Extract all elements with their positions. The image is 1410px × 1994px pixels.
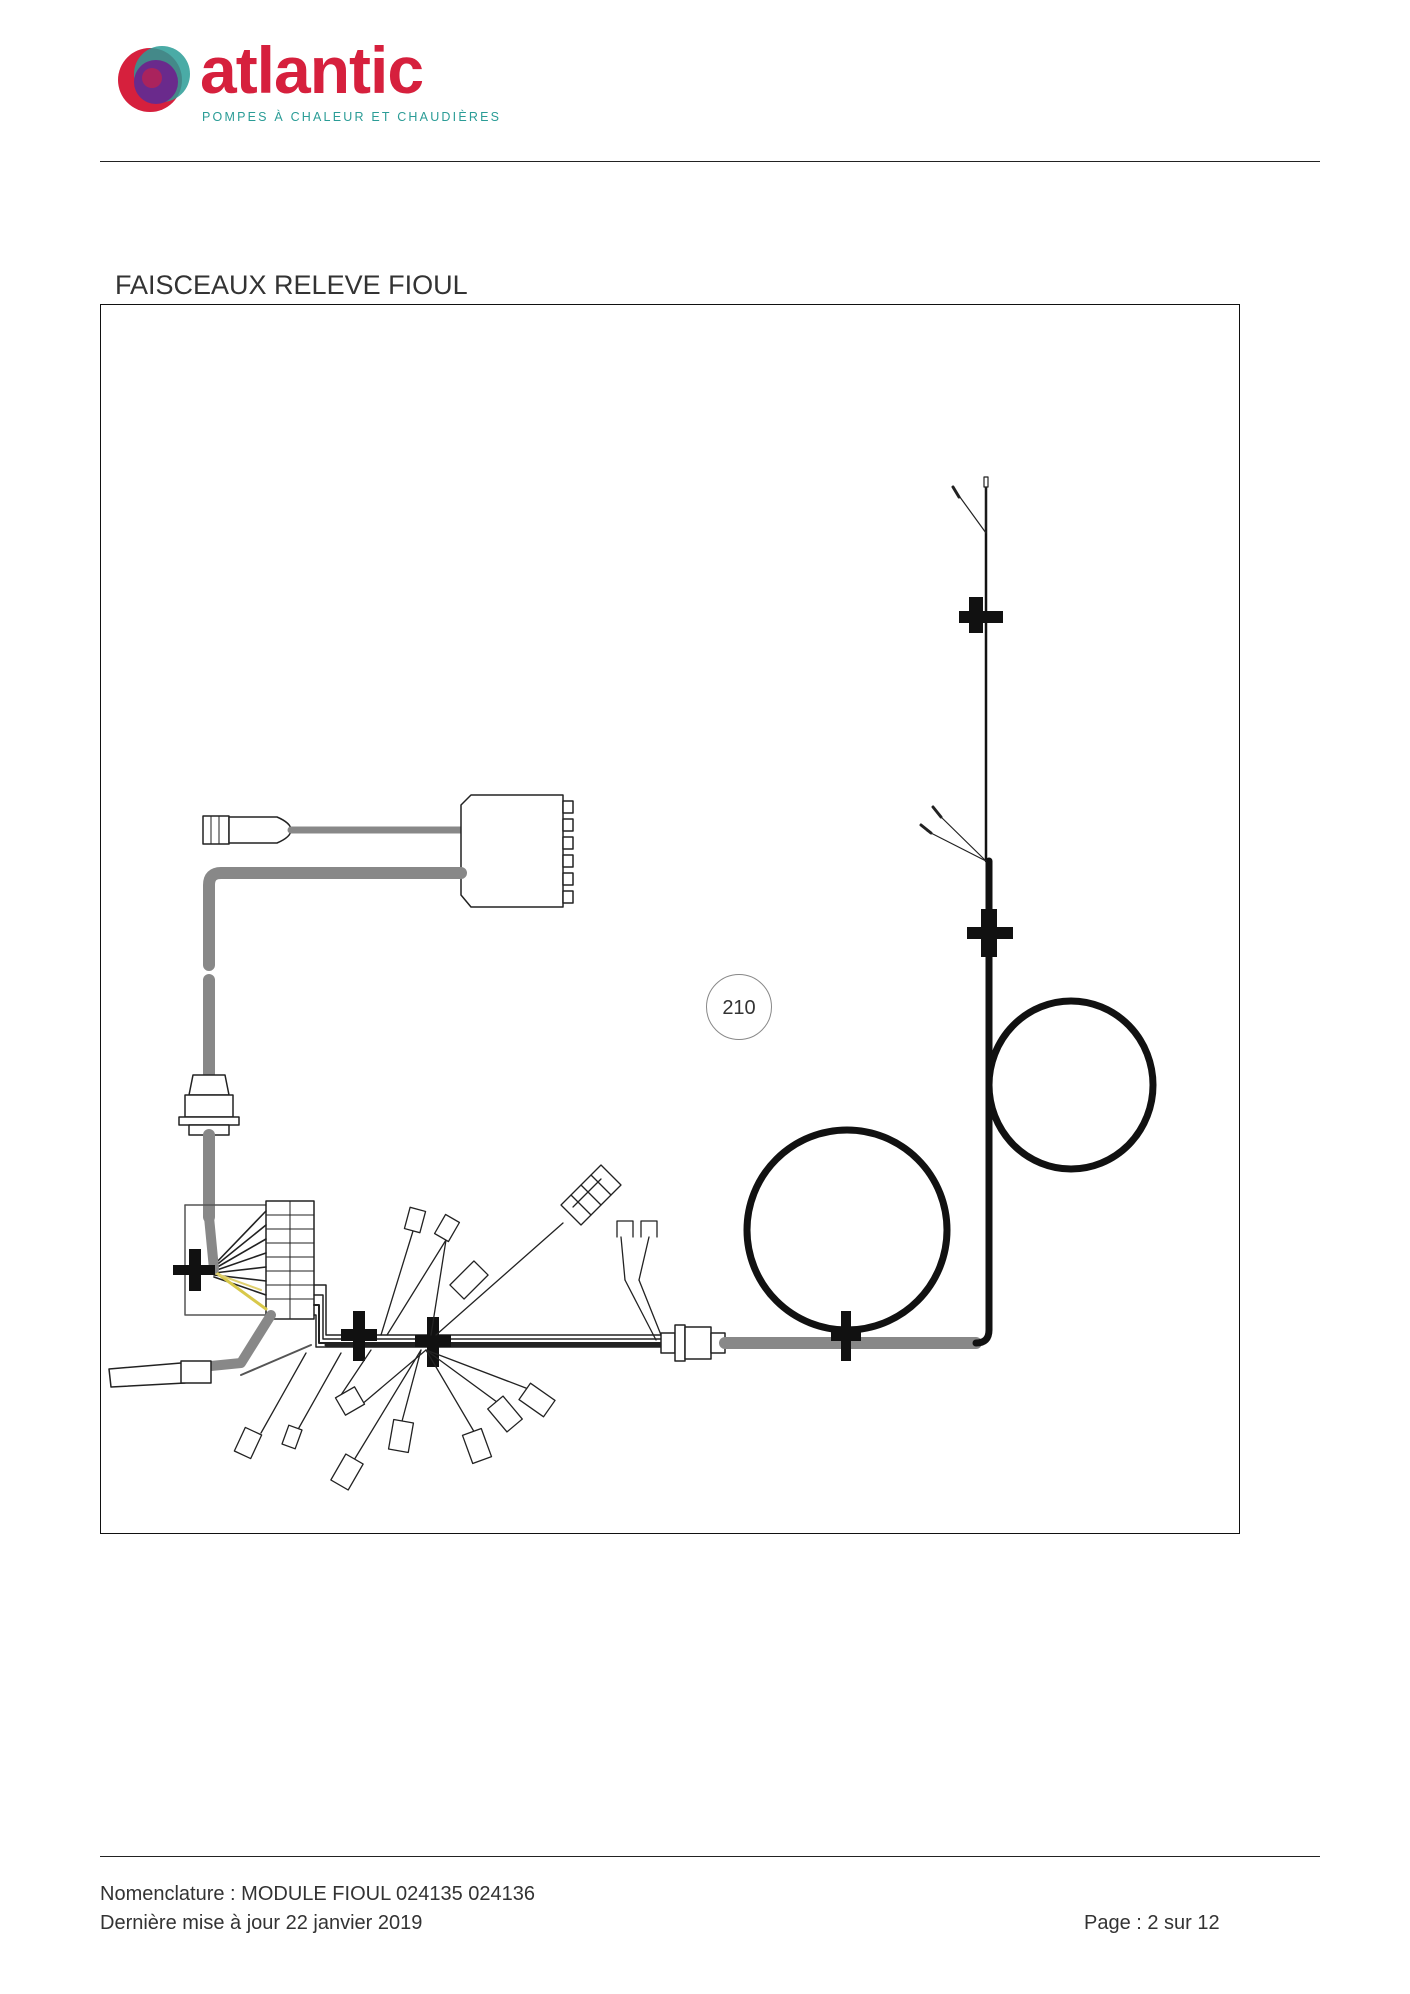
sensor-cable (108, 1310, 312, 1388)
upper-branch-wires (380, 1164, 622, 1336)
brand-tagline: POMPES À CHALEUR ET CHAUDIÈRES (202, 110, 502, 124)
atlantic-logo: atlantic POMPES À CHALEUR ET CHAUDIÈRES (112, 33, 499, 130)
logo-emblem-icon (118, 46, 190, 112)
brand-name: atlantic (200, 33, 424, 107)
footer-page-number: Page : 2 sur 12 (1084, 1912, 1220, 1934)
section-title: FAISCEAUX RELEVE FIOUL (115, 270, 468, 300)
lower-branch-wires (233, 1349, 556, 1491)
vertical-cable (972, 857, 993, 1347)
sensor-leads-top (919, 476, 989, 862)
reference-number-bubble: 210 (706, 974, 772, 1040)
cable-tie-2 (341, 1311, 377, 1361)
wiring-harness-diagram: 210 (100, 304, 1240, 1534)
cable-gland-right (660, 1324, 726, 1362)
cable-tie-6 (959, 597, 1003, 633)
cable-tie-4 (831, 1311, 861, 1361)
header-divider (100, 161, 1320, 162)
cable-coil-1 (743, 1126, 951, 1334)
terminal-block (184, 1200, 315, 1320)
harness-drawing (108, 476, 1157, 1491)
main-harness (313, 1284, 663, 1348)
cable-gland-left (178, 1074, 240, 1136)
footer-nomenclature: Nomenclature : MODULE FIOUL 024135 02413… (100, 1883, 536, 1905)
upper-connector-cable (202, 794, 574, 1081)
footer-divider (100, 1856, 1320, 1857)
small-spade-pair (616, 1220, 662, 1341)
cable-tie-5 (967, 909, 1013, 957)
cable-coil-2 (985, 997, 1157, 1173)
footer-last-updated: Dernière mise à jour 22 janvier 2019 (100, 1912, 423, 1934)
cable-tie-1 (173, 1249, 215, 1291)
